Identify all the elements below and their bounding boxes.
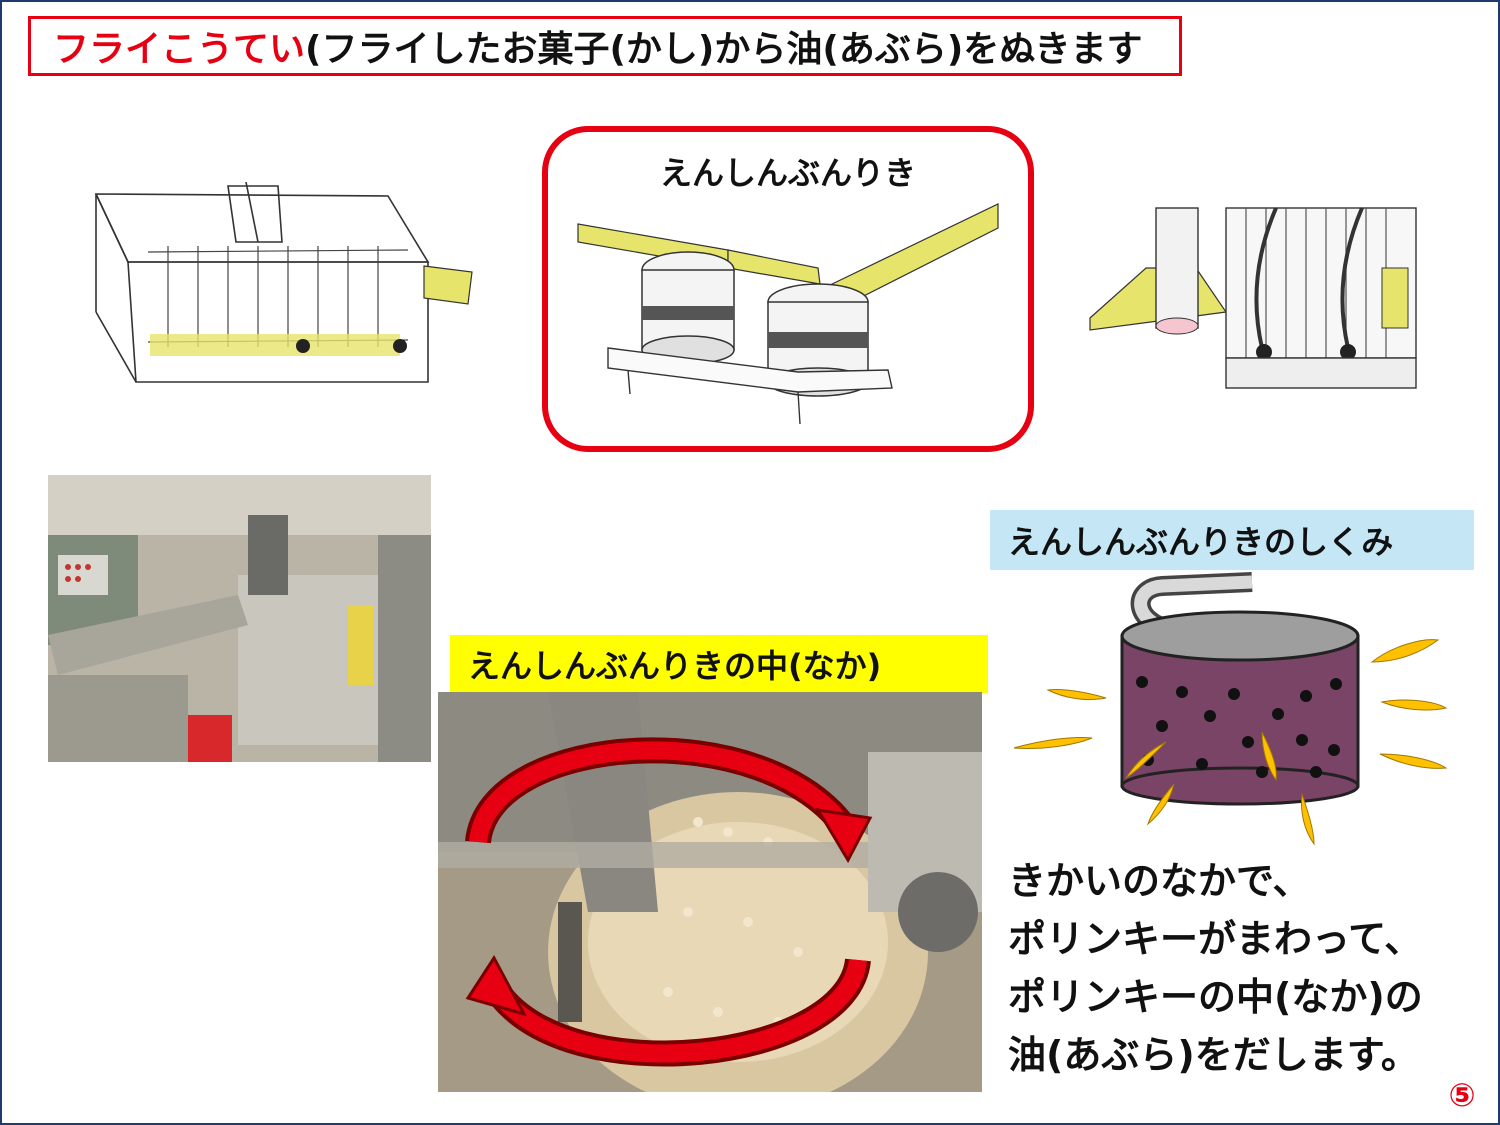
description-line-1: きかいのなかで、 bbox=[1008, 859, 1311, 903]
description-line-2: ポリンキーがまわって、 bbox=[1008, 917, 1423, 961]
centrifuge-label: えんしんぶんりき bbox=[659, 154, 916, 192]
centrifuge-illustration bbox=[577, 203, 999, 425]
conveyor-drum-illustration bbox=[1086, 198, 1426, 412]
title-rest: (フライしたお菓子(かし)から油(あぶら)をぬきます bbox=[305, 29, 1143, 70]
centrifuge-inside-photo bbox=[438, 692, 982, 1092]
page-title: フライこうてい(フライしたお菓子(かし)から油(あぶら)をぬきます bbox=[28, 16, 1182, 76]
centrifuge-frame: えんしんぶんりき bbox=[542, 126, 1034, 452]
mechanism-label: えんしんぶんりきのしくみ bbox=[990, 510, 1474, 570]
description: きかいのなかで、 ポリンキーがまわって、 ポリンキーの中(なか)の 油(あぶら)… bbox=[1008, 852, 1478, 1084]
page-number: ⑤ bbox=[1448, 1076, 1476, 1114]
fryer-illustration bbox=[88, 182, 478, 392]
spinning-drum-illustration bbox=[1002, 572, 1472, 852]
description-line-4: 油(あぶら)をだします。 bbox=[1008, 1033, 1419, 1077]
description-line-3: ポリンキーの中(なか)の bbox=[1008, 975, 1423, 1019]
factory-machine-photo bbox=[48, 475, 431, 762]
title-highlight: フライこうてい bbox=[53, 29, 306, 70]
inside-label: えんしんぶんりきの中(なか) bbox=[450, 635, 988, 693]
